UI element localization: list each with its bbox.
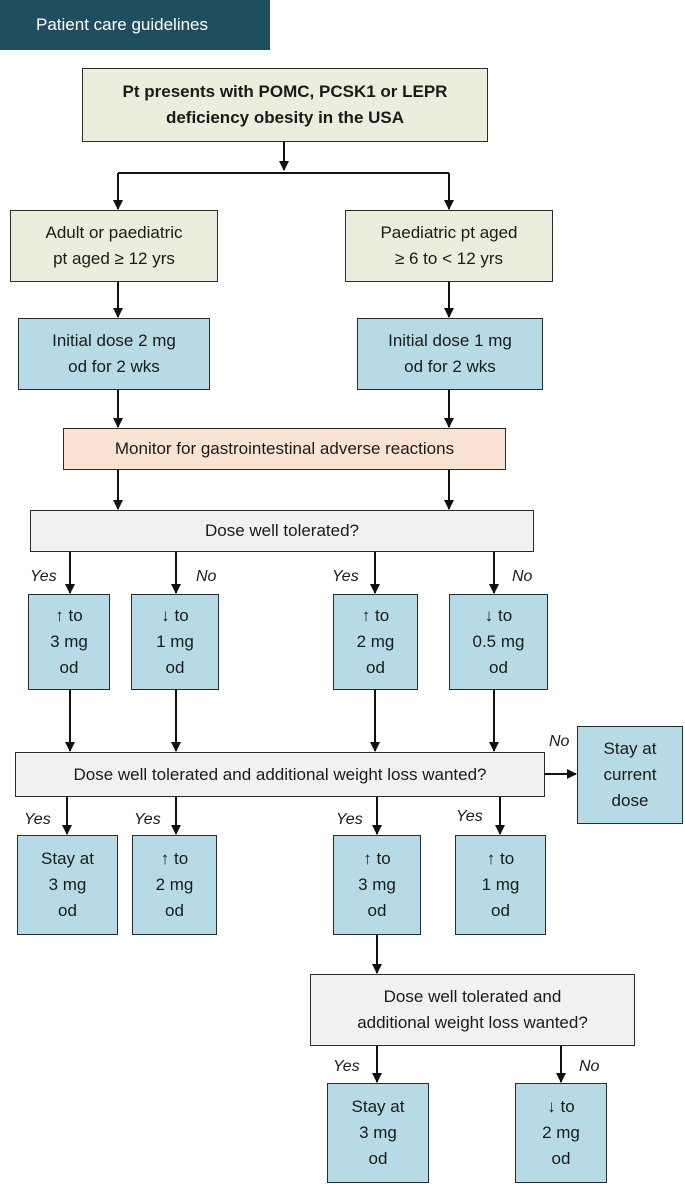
- label-yes: Yes: [333, 1058, 360, 1075]
- node-init-paed-text: Initial dose 1 mg od for 2 wks: [388, 331, 512, 376]
- label-no: No: [549, 733, 570, 750]
- node-monitor-text: Monitor for gastrointestinal adverse rea…: [114, 439, 455, 458]
- node-stay3b: Stay at 3 mg od: [327, 1083, 429, 1183]
- node-up2b: ↑ to 2 mg od: [132, 835, 217, 935]
- node-stay3-text: Stay at 3 mg od: [41, 849, 94, 920]
- node-start: Pt presents with POMC, PCSK1 or LEPR def…: [82, 68, 488, 142]
- node-tol-wl2: Dose well tolerated and additional weigh…: [310, 974, 635, 1046]
- section-tag-label: Patient care guidelines: [36, 15, 209, 34]
- node-tolerated-text: Dose well tolerated?: [204, 521, 360, 540]
- node-up3: ↑ to 3 mg od: [28, 594, 110, 690]
- node-start-text: Pt presents with POMC, PCSK1 or LEPR def…: [122, 82, 448, 127]
- node-tol-wl2-text: Dose well tolerated and additional weigh…: [357, 987, 588, 1032]
- node-tol-wl-text: Dose well tolerated and additional weigh…: [73, 764, 487, 784]
- label-yes: Yes: [30, 568, 57, 585]
- label-no: No: [579, 1058, 600, 1075]
- node-monitor: Monitor for gastrointestinal adverse rea…: [63, 428, 506, 470]
- node-up3b-text: ↑ to 3 mg od: [358, 849, 396, 920]
- label-no: No: [512, 568, 533, 585]
- node-init-adult-text: Initial dose 2 mg od for 2 wks: [52, 331, 176, 376]
- node-down2: ↓ to 2 mg od: [515, 1083, 607, 1183]
- label-no: No: [196, 568, 217, 585]
- section-tag: Patient care guidelines: [0, 0, 270, 50]
- node-up3-text: ↑ to 3 mg od: [50, 606, 88, 677]
- node-adult: Adult or paediatric pt aged ≥ 12 yrs: [10, 210, 218, 282]
- node-stay3b-text: Stay at 3 mg od: [351, 1097, 405, 1168]
- node-up3b: ↑ to 3 mg od: [333, 835, 421, 935]
- node-init-paed: Initial dose 1 mg od for 2 wks: [357, 318, 543, 390]
- node-down2-text: ↓ to 2 mg od: [542, 1097, 580, 1168]
- label-yes: Yes: [134, 811, 161, 828]
- node-stay-current-text: Stay at current dose: [603, 739, 657, 810]
- node-up2b-text: ↑ to 2 mg od: [155, 849, 194, 920]
- node-tolerated: Dose well tolerated?: [30, 510, 534, 552]
- node-stay-current: Stay at current dose: [577, 726, 683, 824]
- node-down05-text: ↓ to 0.5 mg od: [472, 606, 525, 677]
- node-up2-text: ↑ to 2 mg od: [356, 606, 395, 677]
- node-paed-text: Paediatric pt aged ≥ 6 to < 12 yrs: [380, 223, 518, 268]
- node-up1-text: ↑ to 1 mg od: [481, 849, 520, 920]
- node-down05: ↓ to 0.5 mg od: [449, 594, 548, 690]
- node-tol-wl: Dose well tolerated and additional weigh…: [15, 752, 545, 797]
- node-adult-text: Adult or paediatric pt aged ≥ 12 yrs: [45, 223, 183, 268]
- label-yes: Yes: [336, 811, 363, 828]
- label-yes: Yes: [456, 808, 483, 825]
- node-up2: ↑ to 2 mg od: [333, 594, 418, 690]
- label-yes: Yes: [24, 811, 51, 828]
- node-stay3: Stay at 3 mg od: [17, 835, 118, 935]
- node-paed: Paediatric pt aged ≥ 6 to < 12 yrs: [345, 210, 553, 282]
- node-up1: ↑ to 1 mg od: [455, 835, 546, 935]
- node-init-adult: Initial dose 2 mg od for 2 wks: [18, 318, 210, 390]
- node-down1: ↓ to 1 mg od: [131, 594, 219, 690]
- node-down1-text: ↓ to 1 mg od: [156, 606, 194, 677]
- label-yes: Yes: [332, 568, 359, 585]
